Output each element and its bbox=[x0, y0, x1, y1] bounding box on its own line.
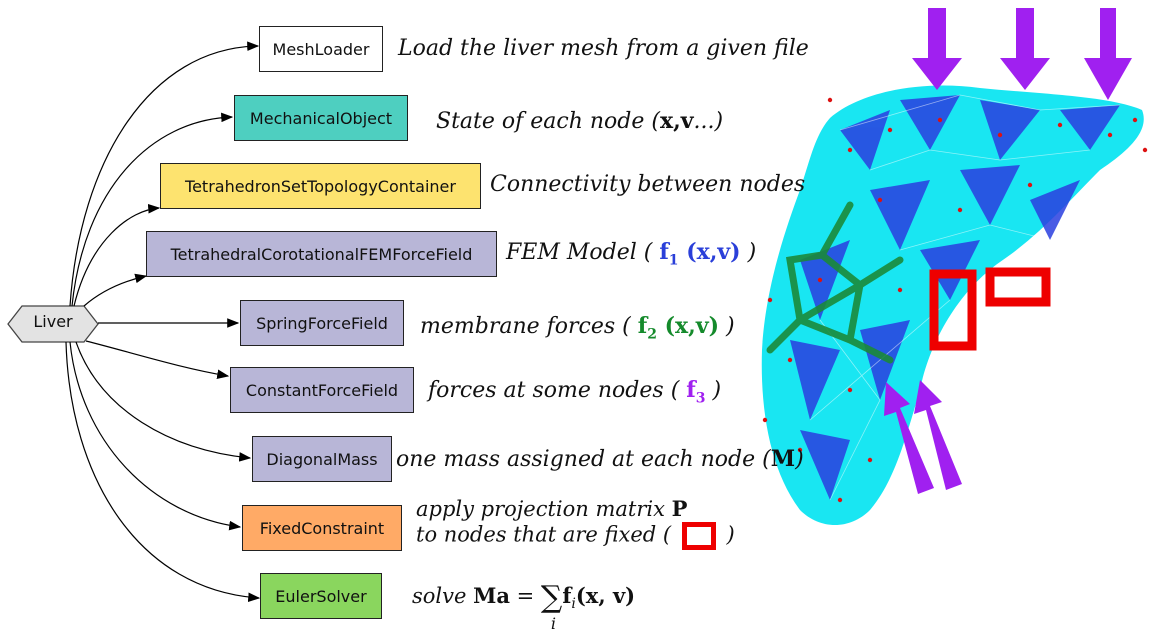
mesh-node-dot bbox=[1142, 147, 1148, 153]
force-arrow bbox=[1084, 8, 1132, 100]
mesh-node-dot bbox=[1027, 182, 1033, 188]
node-fixed-constraint[interactable]: FixedConstraint bbox=[242, 505, 402, 551]
node-tetra-fem[interactable]: TetrahedralCorotationalFEMForceField bbox=[146, 231, 497, 277]
desc-mesh: Load the liver mesh from a given file bbox=[398, 36, 809, 61]
node-tetra-topology[interactable]: TetrahedronSetTopologyContainer bbox=[160, 163, 481, 209]
mesh-facet bbox=[840, 110, 890, 170]
mesh-facet bbox=[1060, 105, 1120, 150]
mesh-node-dot bbox=[847, 387, 853, 393]
mesh-facet bbox=[790, 340, 840, 420]
mesh-node-dot bbox=[787, 357, 793, 363]
edge-tetra-topology bbox=[73, 203, 161, 307]
mesh-node-dot bbox=[937, 117, 943, 123]
desc-membrane: membrane forces ( f2 (x,v) ) bbox=[420, 313, 735, 343]
desc-mass: one mass assigned at each node (M) bbox=[396, 446, 804, 472]
mesh-node-dot bbox=[1107, 132, 1113, 138]
edge-mesh-loader bbox=[69, 41, 260, 307]
mesh-node-dot bbox=[847, 147, 853, 153]
force-arrow bbox=[912, 8, 962, 90]
mesh-node-dot bbox=[1057, 122, 1063, 128]
liver-root-shape[interactable] bbox=[7, 305, 99, 343]
mesh-node-dot bbox=[817, 277, 823, 283]
force-arrow bbox=[914, 380, 962, 490]
fixed-node-legend-icon bbox=[681, 522, 716, 550]
mesh-node-dot bbox=[957, 207, 963, 213]
node-mechanical-object[interactable]: MechanicalObject bbox=[234, 95, 408, 141]
fixed-constraint-marker bbox=[929, 269, 977, 351]
mesh-facet bbox=[1030, 180, 1080, 240]
mesh-node-dot bbox=[887, 127, 893, 133]
edge-diagonal-mass bbox=[75, 341, 252, 462]
node-diagonal-mass[interactable]: DiagonalMass bbox=[252, 436, 392, 482]
node-euler-solver[interactable]: EulerSolver bbox=[260, 573, 382, 619]
mesh-node-dot bbox=[877, 197, 883, 203]
desc-projection: apply projection matrix P bbox=[416, 496, 688, 521]
mesh-facet bbox=[960, 165, 1020, 225]
mesh-facet bbox=[870, 180, 930, 250]
node-spring-ff[interactable]: SpringForceField bbox=[240, 300, 404, 346]
mesh-facet bbox=[900, 95, 960, 150]
desc-fem: FEM Model ( f1 (x,v) ) bbox=[506, 239, 757, 269]
mesh-node-dot bbox=[827, 97, 833, 103]
fixed-constraint-marker bbox=[985, 267, 1051, 307]
mesh-node-dot bbox=[797, 447, 803, 453]
force-arrow bbox=[884, 382, 934, 494]
mesh-facet bbox=[980, 100, 1040, 160]
edge-euler-solver bbox=[65, 341, 261, 603]
liver-mesh-illustration bbox=[761, 8, 1148, 526]
mesh-node-dot bbox=[997, 132, 1003, 138]
mesh-edges bbox=[809, 94, 1121, 501]
desc-state: State of each node (x,v...) bbox=[436, 108, 724, 134]
node-mesh-loader[interactable]: MeshLoader bbox=[259, 26, 383, 72]
mesh-node-dot bbox=[1132, 117, 1138, 123]
force-arrow bbox=[1000, 8, 1050, 90]
desc-forces: forces at some nodes ( f3 ) bbox=[428, 377, 722, 407]
edge-fixed-constraint bbox=[69, 341, 242, 531]
desc-connectivity: Connectivity between nodes bbox=[490, 172, 806, 197]
mesh-node-dot bbox=[867, 457, 873, 463]
desc-fixed-nodes: to nodes that are fixed ( ) bbox=[416, 522, 735, 550]
node-constant-ff[interactable]: ConstantForceField bbox=[230, 367, 414, 413]
mesh-node-dot bbox=[762, 417, 768, 423]
liver-root-label: Liver bbox=[33, 312, 73, 331]
mesh-node-dot bbox=[767, 297, 773, 303]
edge-constant-ff bbox=[85, 340, 230, 379]
edge-tetra-fem bbox=[83, 273, 148, 307]
mesh-facet bbox=[800, 430, 850, 500]
edge-mechanical-object bbox=[71, 112, 234, 307]
mesh-node-dot bbox=[897, 287, 903, 293]
spring-network bbox=[766, 201, 904, 364]
mesh-node-dot bbox=[837, 497, 843, 503]
